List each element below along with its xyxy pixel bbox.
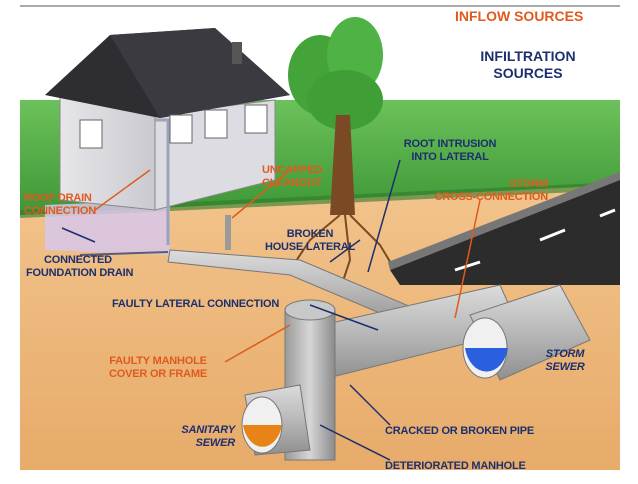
label-storm-cross-line1: STORM [509, 178, 548, 190]
label-root-intrusion: ROOT INTRUSION INTO LATERAL [390, 138, 510, 164]
infiltration-arrows [61, 159, 401, 461]
sanitary-sewer-pipe [241, 384, 311, 456]
legend-infiltration: INFILTRATION SOURCES [468, 48, 588, 82]
label-roof-drain-line1: ROOF DRAIN [24, 192, 92, 204]
tree [288, 17, 396, 291]
label-storm-sewer-line1: STORM [545, 348, 585, 360]
house-foundation [45, 200, 170, 255]
label-sanitary-sewer: SANITARY SEWER [165, 424, 235, 450]
label-foundation-line2: FOUNDATION DRAIN [26, 267, 134, 279]
label-uncapped-cleanout: UNCAPPED CLEANOUT [262, 164, 322, 190]
label-connected-foundation-drain: CONNECTED FOUNDATION DRAIN [26, 254, 133, 280]
legend-inflow: INFLOW SOURCES [455, 8, 584, 24]
label-roof-drain: ROOF DRAIN CONNECTION [24, 192, 96, 218]
legend-infiltration-line1: INFILTRATION [480, 48, 576, 64]
label-sanitary-line1: SANITARY [181, 424, 235, 436]
storm-sewer-pipe [462, 284, 591, 381]
label-uncapped-line2: CLEANOUT [262, 177, 322, 189]
label-sanitary-line2: SEWER [195, 437, 236, 449]
label-storm-sewer-line2: SEWER [545, 361, 585, 373]
house [45, 28, 290, 245]
road [388, 172, 620, 285]
label-storm-cross-connection: STORM CROSS-CONNECTION [418, 178, 548, 204]
label-root-line1: ROOT INTRUSION [403, 138, 497, 150]
label-root-line2: INTO LATERAL [411, 151, 489, 163]
cleanout-pipe [225, 215, 231, 250]
label-broken-line1: BROKEN [286, 228, 334, 240]
label-uncapped-line1: UNCAPPED [262, 164, 323, 176]
legend-infiltration-line2: SOURCES [493, 65, 563, 81]
foundation-drain-pipe [79, 251, 169, 256]
label-foundation-line1: CONNECTED [44, 254, 112, 266]
label-deteriorated-manhole: DETERIORATED MANHOLE [385, 460, 526, 472]
label-broken-line2: HOUSE LATERAL [264, 241, 356, 253]
label-faulty-lateral-connection: FAULTY LATERAL CONNECTION [112, 298, 280, 310]
label-manhole-cover-line2: COVER OR FRAME [108, 368, 208, 380]
label-faulty-manhole-cover: FAULTY MANHOLE COVER OR FRAME [88, 355, 228, 381]
label-cracked-broken-pipe: CRACKED OR BROKEN PIPE [385, 425, 535, 437]
label-storm-cross-line2: CROSS-CONNECTION [434, 191, 548, 203]
inflow-arrows [94, 169, 481, 363]
label-storm-sewer: STORM SEWER [535, 348, 595, 374]
label-broken-house-lateral: BROKEN HOUSE LATERAL [255, 228, 365, 254]
label-roof-drain-line2: CONNECTION [24, 205, 96, 217]
label-manhole-cover-line1: FAULTY MANHOLE [109, 355, 207, 367]
